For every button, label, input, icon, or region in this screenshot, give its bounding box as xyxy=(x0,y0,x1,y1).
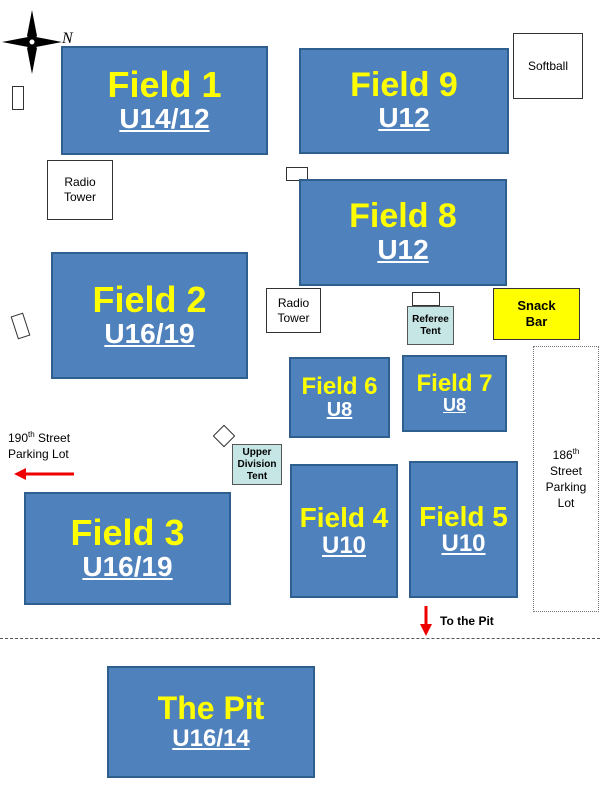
referee-tent-line1: Referee xyxy=(412,313,449,325)
upper-tent-line3: Tent xyxy=(246,470,268,482)
radio-tower-1-line1: Radio xyxy=(64,175,96,189)
field-4-name: Field 4 xyxy=(299,502,389,534)
field-6: Field 6 U8 xyxy=(289,357,390,438)
field-8: Field 8 U12 xyxy=(299,179,507,286)
parking-186-line3: Parking xyxy=(545,480,587,494)
field-2-age: U16/19 xyxy=(104,318,195,349)
north-label: N xyxy=(62,30,73,47)
field-2: Field 2 U16/19 xyxy=(51,252,248,379)
field-5: Field 5 U10 xyxy=(409,461,518,598)
radio-tower-2-line2: Tower xyxy=(277,310,310,325)
field-7-age: U8 xyxy=(442,395,466,416)
field-7-name: Field 7 xyxy=(416,370,493,397)
field-5-age: U10 xyxy=(441,530,486,557)
the-pit-name: The Pit xyxy=(157,690,265,726)
parking-190-line1: 190th Street xyxy=(8,430,71,445)
snack-bar: Snack Bar xyxy=(493,288,580,340)
radio-tower-1: Radio Tower xyxy=(47,160,113,220)
field-2-name: Field 2 xyxy=(92,279,207,321)
parking-lot-186th: 186th Street Parking Lot xyxy=(533,346,599,612)
upper-tent-line2: Division xyxy=(237,458,277,470)
dashed-divider xyxy=(0,638,600,639)
marker-rect-2 xyxy=(286,167,308,181)
field-8-name: Field 8 xyxy=(349,197,457,236)
snack-bar-line2: Bar xyxy=(525,314,548,329)
parking-186-line1: 186th xyxy=(552,446,580,462)
field-1: Field 1 U14/12 xyxy=(61,46,268,155)
field-6-name: Field 6 xyxy=(301,372,378,400)
referee-tent-line2: Tent xyxy=(420,325,441,337)
marker-rect-3 xyxy=(10,312,31,340)
upper-tent-line1: Upper xyxy=(242,446,272,458)
upper-division-tent: Upper Division Tent xyxy=(232,444,282,485)
radio-tower-2-line1: Radio xyxy=(277,295,310,310)
field-6-age: U8 xyxy=(326,399,353,422)
field-4: Field 4 U10 xyxy=(290,464,398,598)
the-pit-age: U16/14 xyxy=(172,724,250,752)
radio-tower-2: Radio Tower xyxy=(266,288,321,333)
field-4-age: U10 xyxy=(321,531,367,559)
field-1-name: Field 1 xyxy=(107,64,222,106)
field-the-pit: The Pit U16/14 xyxy=(107,666,315,778)
field-9-age: U12 xyxy=(378,102,430,134)
snack-bar-line1: Snack xyxy=(517,297,556,313)
radio-tower-1-line2: Tower xyxy=(63,190,96,204)
field-1-age: U14/12 xyxy=(119,103,210,134)
to-the-pit-label: To the Pit xyxy=(440,614,494,628)
field-5-name: Field 5 xyxy=(419,500,508,532)
field-9: Field 9 U12 xyxy=(299,48,509,154)
arrow-down-icon xyxy=(420,606,432,636)
compass-rose-icon xyxy=(2,10,62,74)
softball-label: Softball xyxy=(527,58,569,73)
softball-area: Softball xyxy=(513,33,583,99)
marker-rect-1 xyxy=(12,86,24,110)
parking-190-line2: Parking Lot xyxy=(8,446,69,461)
field-8-age: U12 xyxy=(377,233,429,265)
parking-186-line4: Lot xyxy=(557,496,575,511)
marker-rect-4 xyxy=(412,292,440,306)
parking-lot-190th: 190th Street Parking Lot xyxy=(8,430,70,462)
arrow-left-icon xyxy=(14,468,74,480)
field-3-name: Field 3 xyxy=(70,512,185,554)
referee-tent: Referee Tent xyxy=(407,306,454,345)
field-3: Field 3 U16/19 xyxy=(24,492,231,605)
field-9-name: Field 9 xyxy=(350,65,458,104)
parking-186-line2: Street xyxy=(549,463,582,478)
field-3-age: U16/19 xyxy=(82,551,173,582)
field-7: Field 7 U8 xyxy=(402,355,507,432)
